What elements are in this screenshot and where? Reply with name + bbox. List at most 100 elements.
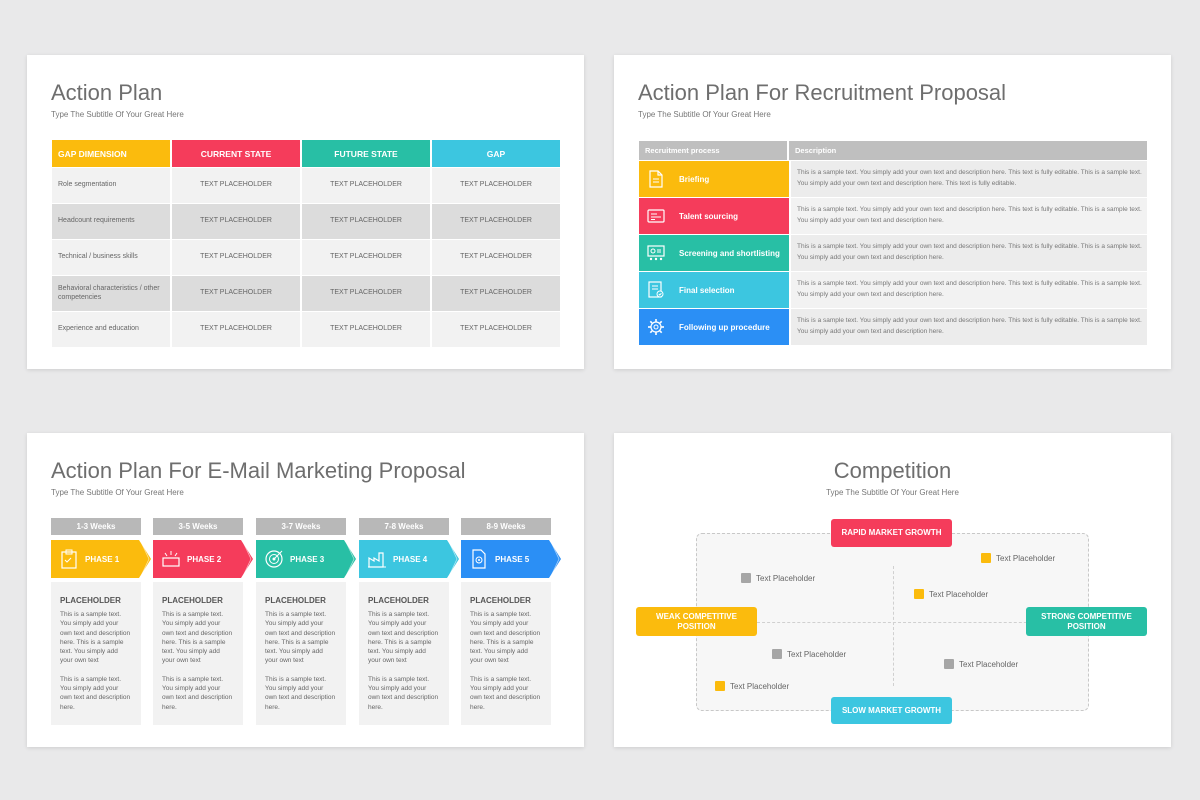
point-label: Text Placeholder	[959, 659, 1019, 669]
process-description: This is a sample text. You simply add yo…	[791, 161, 1147, 197]
table-cell: Experience and education	[52, 312, 170, 347]
point-marker	[914, 589, 924, 599]
matrix-point: Text Placeholder	[741, 573, 815, 583]
table-cell: TEXT PLACEHOLDER	[302, 204, 430, 239]
phase-column-5: 8-9 Weeks PHASE 5 PLACEHOLDER This is a …	[461, 518, 561, 725]
process-description: This is a sample text. You simply add yo…	[791, 309, 1147, 345]
table-header: Recruitment process Description	[639, 141, 1147, 160]
slide-subtitle: Type The Subtitle Of Your Great Here	[826, 488, 959, 497]
header-recruitment-process: Recruitment process	[639, 141, 789, 160]
phase-text: This is a sample text. You simply add yo…	[470, 611, 541, 665]
process-cell: Final selection	[639, 272, 789, 308]
header-future-state: FUTURE STATE	[302, 140, 430, 167]
phase-heading: PLACEHOLDER	[470, 596, 531, 605]
table-cell: TEXT PLACEHOLDER	[432, 168, 560, 203]
process-label: Briefing	[679, 174, 710, 184]
slide-subtitle: Type The Subtitle Of Your Great Here	[51, 110, 184, 119]
axis-label-right: STRONG COMPETITIVE POSITION	[1026, 607, 1147, 636]
phase-arrow: PHASE 2	[153, 540, 253, 578]
table-row: Following up procedure This is a sample …	[639, 309, 1147, 345]
phase-weeks: 1-3 Weeks	[51, 518, 141, 535]
phase-text: This is a sample text. You simply add yo…	[368, 611, 439, 665]
table-row: Talent sourcing This is a sample text. Y…	[639, 198, 1147, 234]
slide-email-marketing-proposal[interactable]: Action Plan For E-Mail Marketing Proposa…	[27, 433, 584, 747]
phase-arrow: PHASE 4	[359, 540, 459, 578]
slide-title: Action Plan For E-Mail Marketing Proposa…	[51, 458, 466, 483]
process-label: Following up procedure	[679, 322, 770, 332]
phase-weeks: 3-5 Weeks	[153, 518, 243, 535]
matrix-point: Text Placeholder	[914, 589, 988, 599]
gear-icon	[647, 318, 665, 336]
slide-recruitment-proposal[interactable]: Action Plan For Recruitment Proposal Typ…	[614, 55, 1171, 369]
table-cell: TEXT PLACEHOLDER	[172, 240, 300, 275]
process-label: Talent sourcing	[679, 211, 738, 221]
header-current-state: CURRENT STATE	[172, 140, 300, 167]
slide-competition[interactable]: Competition Type The Subtitle Of Your Gr…	[614, 433, 1171, 747]
phase-text: This is a sample text. You simply add yo…	[60, 611, 131, 665]
phase-label: PHASE 3	[290, 554, 325, 564]
phase-text: This is a sample text. You simply add yo…	[265, 675, 336, 711]
slide-action-plan[interactable]: Action Plan Type The Subtitle Of Your Gr…	[27, 55, 584, 369]
point-label: Text Placeholder	[787, 649, 847, 659]
point-marker	[741, 573, 751, 583]
table-row: Technical / business skills TEXT PLACEHO…	[52, 240, 562, 275]
process-description: This is a sample text. You simply add yo…	[791, 272, 1147, 308]
megaphone-icon	[161, 549, 181, 569]
table-cell: TEXT PLACEHOLDER	[302, 240, 430, 275]
process-cell: Briefing	[639, 161, 789, 197]
target-icon	[264, 549, 284, 569]
process-description: This is a sample text. You simply add yo…	[791, 235, 1147, 271]
table-row: Experience and education TEXT PLACEHOLDE…	[52, 312, 562, 347]
horizontal-divider	[757, 622, 1047, 623]
phase-text: This is a sample text. You simply add yo…	[470, 675, 541, 711]
table-cell: TEXT PLACEHOLDER	[172, 312, 300, 347]
phase-weeks: 8-9 Weeks	[461, 518, 551, 535]
process-cell: Talent sourcing	[639, 198, 789, 234]
point-label: Text Placeholder	[756, 573, 816, 583]
process-description: This is a sample text. You simply add yo…	[791, 198, 1147, 234]
table-cell: TEXT PLACEHOLDER	[172, 204, 300, 239]
phase-body: PLACEHOLDER This is a sample text. You s…	[51, 582, 141, 725]
phase-column-1: 1-3 Weeks PHASE 1 PLACEHOLDER This is a …	[51, 518, 151, 725]
point-marker	[715, 681, 725, 691]
header-gap: GAP	[432, 140, 560, 167]
table-cell: TEXT PLACEHOLDER	[432, 276, 560, 311]
point-label: Text Placeholder	[730, 681, 790, 691]
recruitment-table: Recruitment process Description Briefing…	[639, 141, 1147, 345]
header-description: Description	[795, 146, 837, 155]
table-cell: TEXT PLACEHOLDER	[172, 168, 300, 203]
slide-subtitle: Type The Subtitle Of Your Great Here	[638, 110, 771, 119]
table-row: Briefing This is a sample text. You simp…	[639, 161, 1147, 197]
point-label: Text Placeholder	[996, 553, 1056, 563]
phase-text: This is a sample text. You simply add yo…	[60, 675, 131, 711]
point-marker	[981, 553, 991, 563]
phase-column-4: 7-8 Weeks PHASE 4 PLACEHOLDER This is a …	[359, 518, 459, 725]
factory-icon	[367, 549, 387, 569]
point-marker	[944, 659, 954, 669]
process-cell: Following up procedure	[639, 309, 789, 345]
table-cell: TEXT PLACEHOLDER	[302, 168, 430, 203]
slide-title: Competition	[833, 458, 952, 483]
phase-label: PHASE 5	[495, 554, 530, 564]
clipboard-icon	[59, 549, 79, 569]
phase-arrow: PHASE 1	[51, 540, 151, 578]
phase-column-2: 3-5 Weeks PHASE 2 PLACEHOLDER This is a …	[153, 518, 253, 725]
phase-label: PHASE 1	[85, 554, 120, 564]
phase-arrow: PHASE 3	[256, 540, 356, 578]
phase-body: PLACEHOLDER This is a sample text. You s…	[359, 582, 449, 725]
phase-label: PHASE 2	[187, 554, 222, 564]
table-cell: Role segmentation	[52, 168, 170, 203]
point-label: Text Placeholder	[929, 589, 989, 599]
phase-body: PLACEHOLDER This is a sample text. You s…	[461, 582, 551, 725]
table-row: Screening and shortlisting This is a sam…	[639, 235, 1147, 271]
phase-body: PLACEHOLDER This is a sample text. You s…	[256, 582, 346, 725]
phase-body: PLACEHOLDER This is a sample text. You s…	[153, 582, 243, 725]
phase-label: PHASE 4	[393, 554, 428, 564]
table-cell: TEXT PLACEHOLDER	[302, 276, 430, 311]
id-card-icon	[647, 207, 665, 225]
vertical-divider	[893, 566, 894, 686]
point-marker	[772, 649, 782, 659]
phase-text: This is a sample text. You simply add yo…	[368, 675, 439, 711]
slide-title: Action Plan	[51, 80, 163, 105]
table-row: Headcount requirements TEXT PLACEHOLDER …	[52, 204, 562, 239]
